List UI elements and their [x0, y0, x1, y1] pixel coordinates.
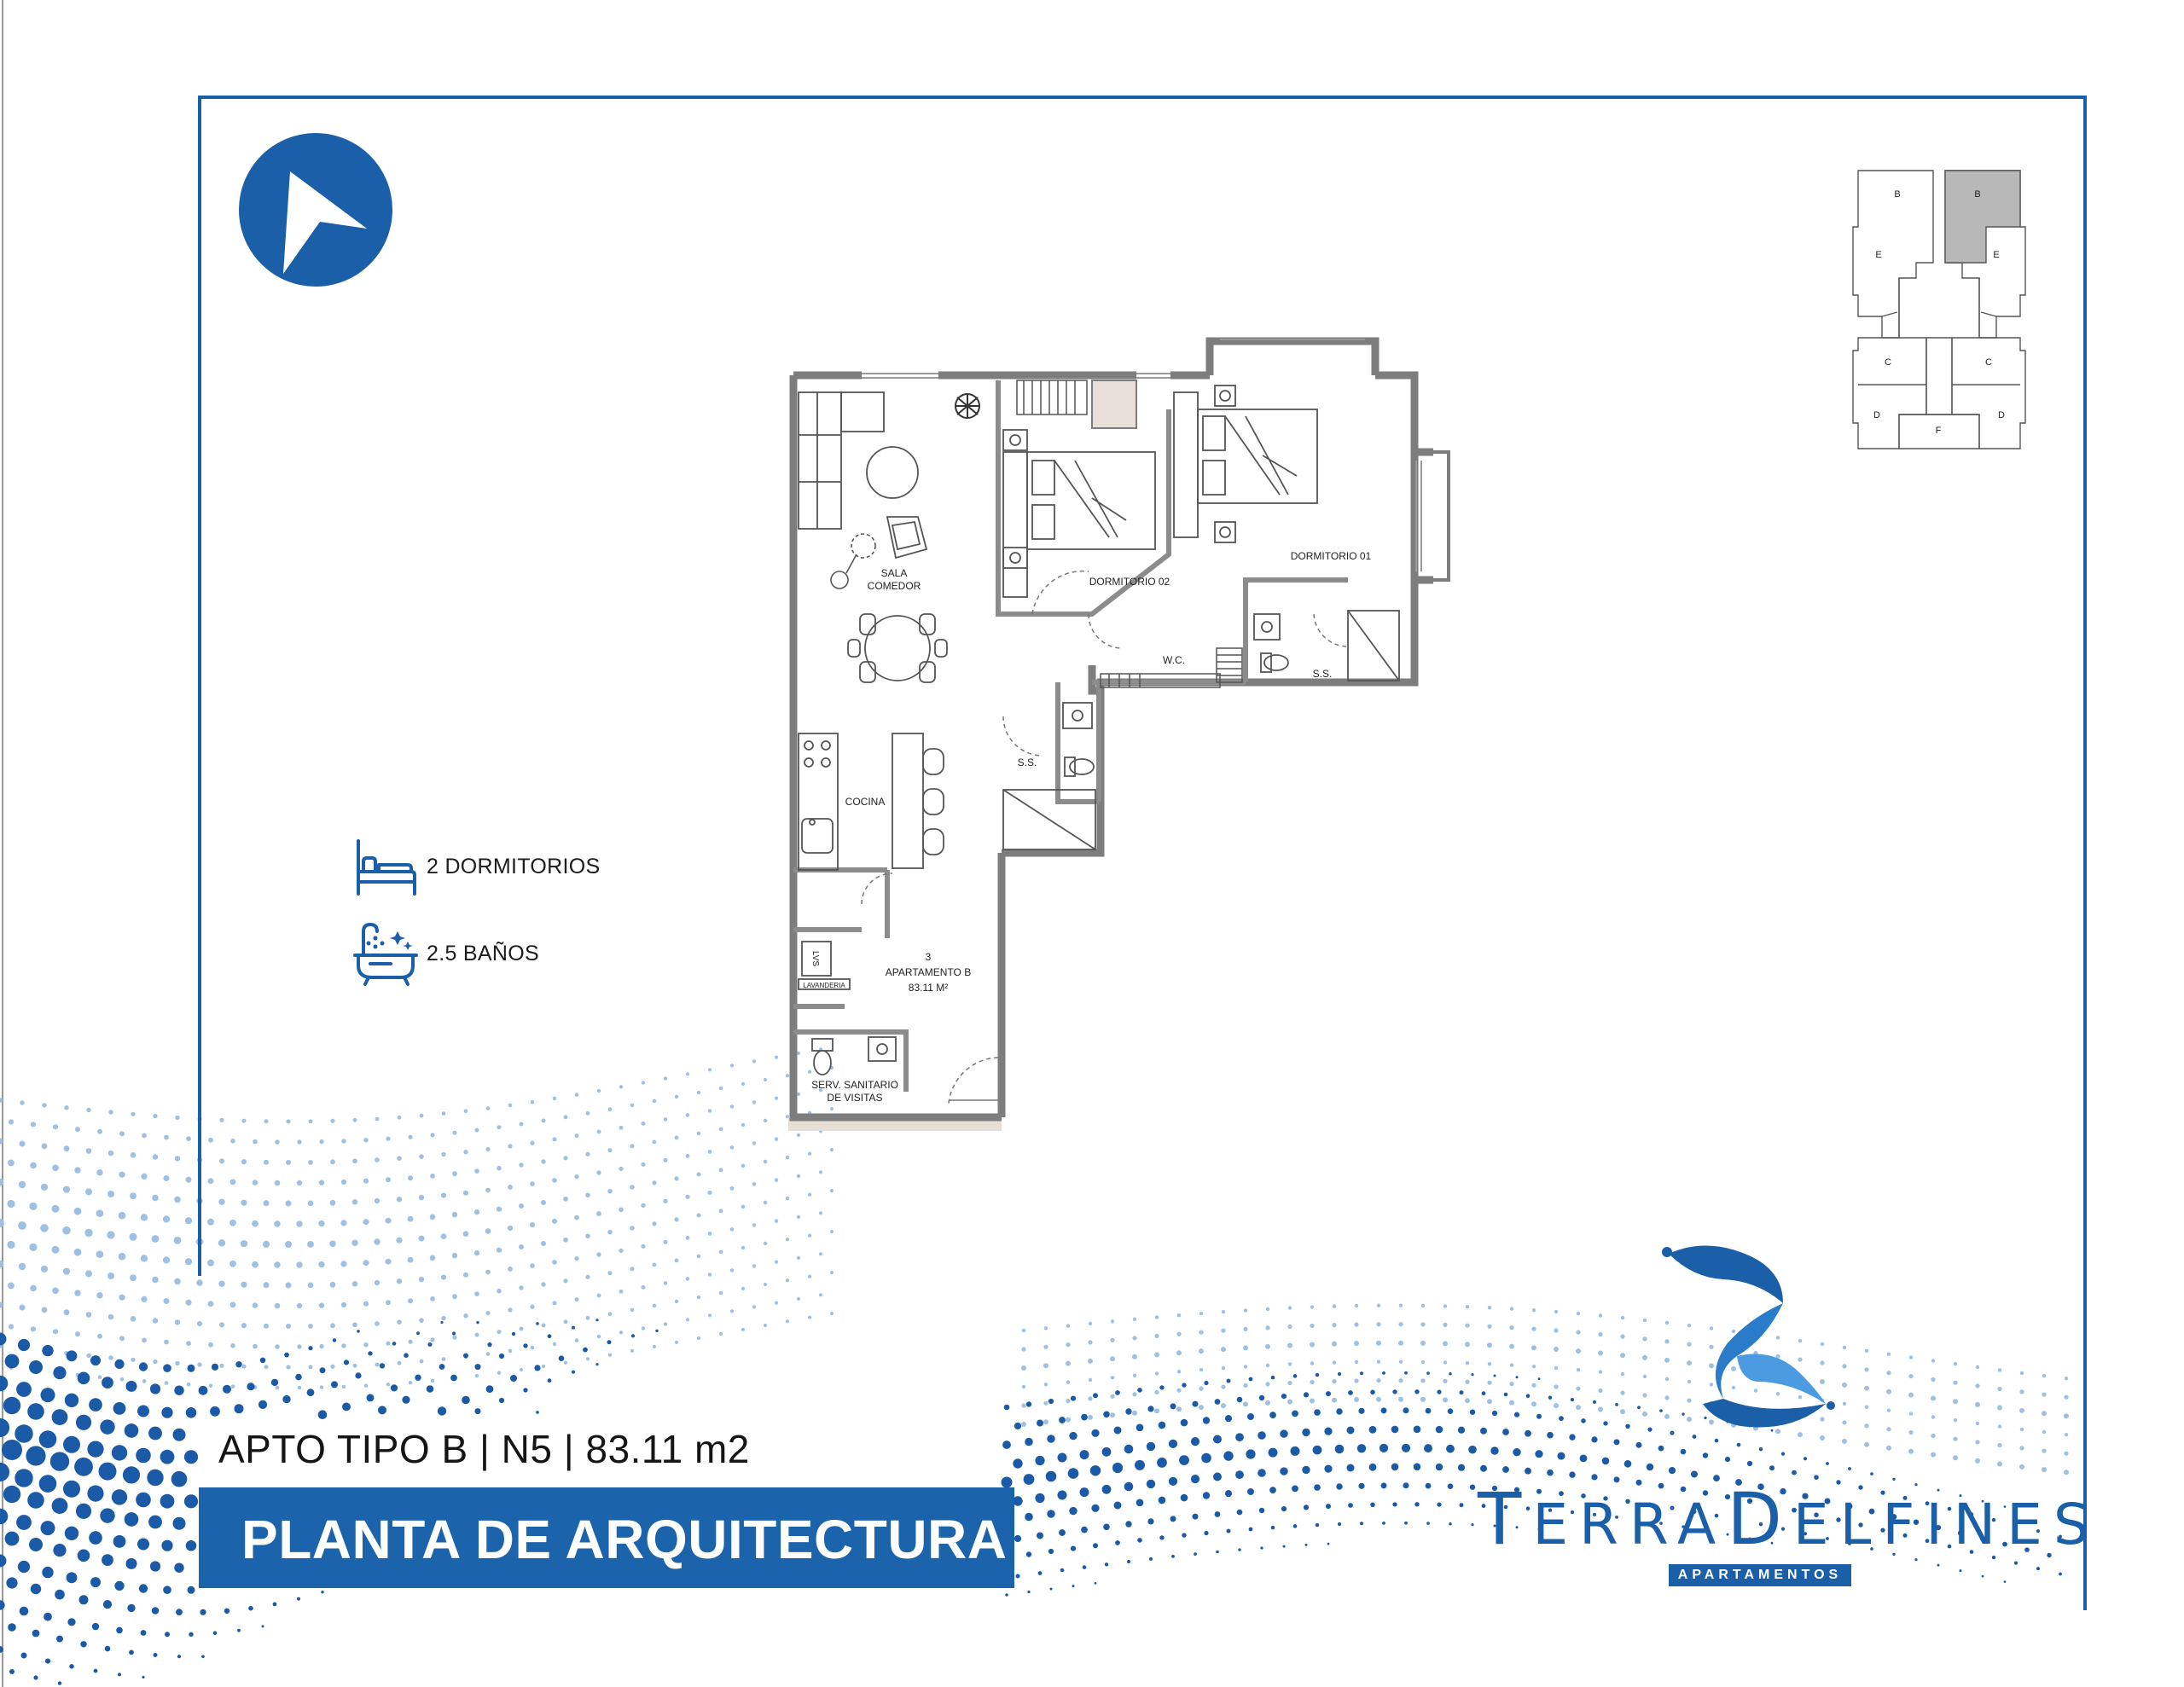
windows	[862, 339, 1422, 571]
bed-icon	[357, 839, 416, 896]
page-title: PLANTA DE ARQUITECTURA	[241, 1509, 1008, 1570]
label-washer: LVS	[810, 951, 820, 966]
laundry	[798, 941, 851, 990]
interior-walls	[793, 380, 1348, 1092]
master-bath-fixtures	[1253, 610, 1400, 681]
keyplan-label-c2: C	[1985, 357, 1992, 368]
legend-bathrooms-text: 2.5 BAÑOS	[427, 941, 539, 965]
brand-name: TERRADELFINES	[1478, 1477, 2089, 1561]
brand-name-t: T	[1478, 1477, 1533, 1561]
keyplan-label-e2: E	[1993, 250, 1999, 260]
keyplan-label-e1: E	[1875, 250, 1881, 260]
brand-tagline-bar: APARTAMENTOS	[1669, 1564, 1851, 1586]
keyplan-label-f: F	[1936, 426, 1942, 436]
bed-dormitorio-02	[1002, 429, 1156, 598]
label-apartment-number: 3	[926, 951, 932, 963]
label-ss-master: S.S.	[1313, 668, 1333, 680]
north-arrow-icon	[239, 133, 392, 287]
armchair	[886, 516, 928, 559]
door-swing-d2b	[1088, 613, 1122, 649]
door-swing-d2	[1031, 570, 1089, 615]
keyplan-label-c1: C	[1885, 357, 1891, 368]
dining-table	[847, 613, 948, 683]
coffee-table	[866, 446, 919, 499]
legend-bedrooms: 2 DORMITORIOS	[351, 832, 600, 901]
legend-bedrooms-text: 2 DORMITORIOS	[427, 854, 601, 878]
closet-shelves	[1016, 380, 1243, 688]
label-lavanderia: LAVANDERIA	[803, 982, 845, 989]
brand-tagline: APARTAMENTOS	[1677, 1568, 1843, 1582]
keyplan-label-b2: B	[1974, 189, 1980, 200]
secondary-bath-fixtures	[1002, 702, 1096, 850]
door-swing-ss	[1002, 716, 1043, 757]
frame-top	[198, 96, 2087, 99]
label-apartment-name: APARTAMENTO B	[886, 966, 971, 978]
keyplan-label-d2: D	[1998, 410, 2005, 420]
label-apartment-area: 83.11 M²	[909, 982, 948, 994]
guest-bath-fixtures	[811, 1036, 897, 1075]
door-swing	[861, 872, 893, 905]
kitchen	[798, 733, 944, 871]
lamp	[830, 533, 876, 589]
key-plan: B B E E C C D F D	[1852, 170, 2026, 449]
door-swing-master-bath	[1313, 613, 1349, 647]
frame-left	[198, 96, 201, 1276]
dolphins-logo-icon	[1662, 1245, 1835, 1428]
bathtub-icon	[353, 923, 418, 986]
column-hatch	[1091, 380, 1137, 429]
bed-dormitorio-01	[1173, 385, 1318, 543]
sofa	[798, 391, 885, 530]
brand-name-elfines: ELFINES	[1792, 1492, 2100, 1557]
title-bar: PLANTA DE ARQUITECTURA	[199, 1487, 1014, 1588]
label-dormitorio-02: DORMITORIO 02	[1089, 576, 1170, 588]
label-ss-secondary: S.S.	[1018, 757, 1037, 768]
keyplan-label-b1: B	[1894, 189, 1900, 200]
brand-name-erra: ERRA	[1532, 1492, 1728, 1557]
outer-walls	[789, 337, 1433, 1122]
page-edge-line	[2, 0, 3, 1687]
label-dormitorio-01: DORMITORIO 01	[1291, 550, 1372, 562]
keyplan-label-d1: D	[1873, 410, 1880, 420]
legend-bathrooms: 2.5 BAÑOS	[351, 919, 539, 988]
brand-name-d: D	[1727, 1477, 1793, 1561]
label-cocina: COCINA	[845, 796, 886, 808]
frame-right	[2083, 96, 2087, 1610]
plant	[955, 393, 980, 419]
label-wc: W.C.	[1163, 654, 1185, 666]
bay-window	[1414, 450, 1450, 582]
apartment-subtitle: APTO TIPO B | N5 | 83.11 m2	[218, 1427, 750, 1471]
entry-door-swing	[948, 1057, 999, 1104]
